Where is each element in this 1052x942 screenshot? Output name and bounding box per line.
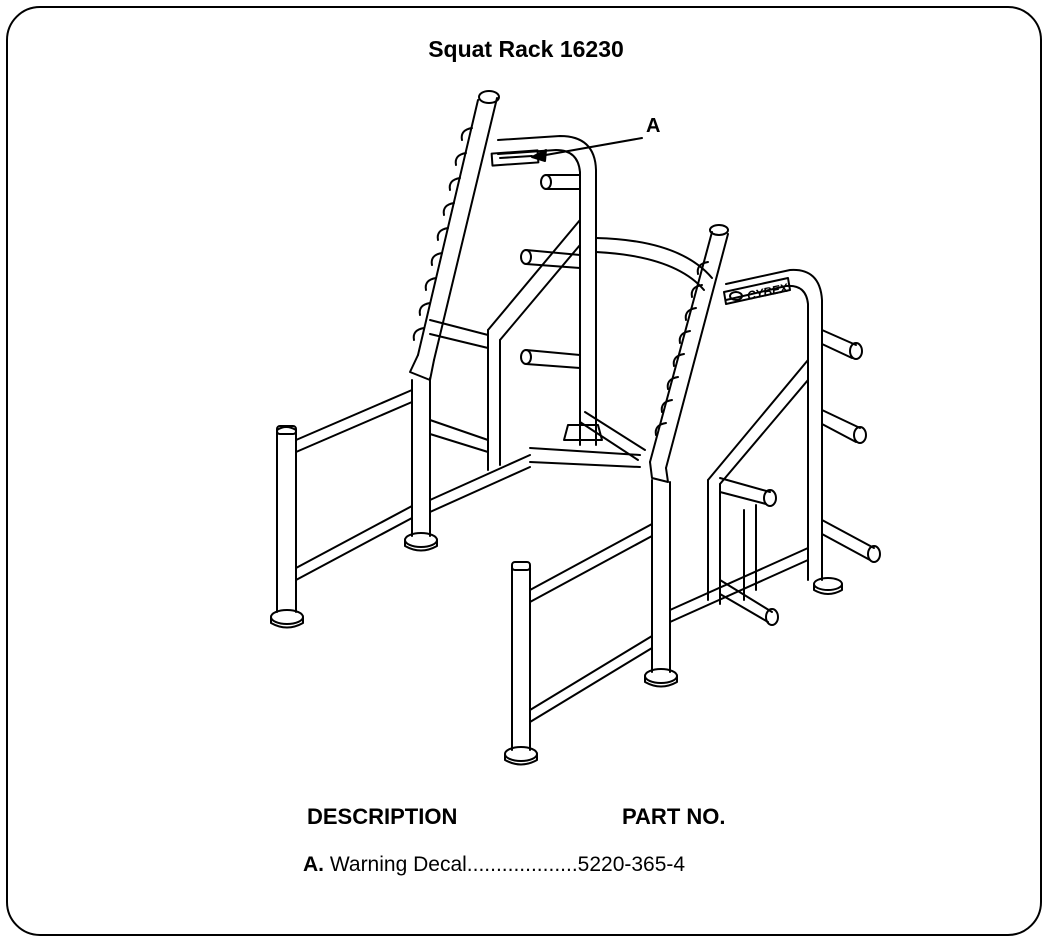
- right-front-frame: [504, 477, 809, 766]
- callout-arrow: [531, 137, 643, 162]
- part-row-part-no: 5220-365-4: [577, 853, 686, 876]
- description-header: DESCRIPTION: [307, 804, 458, 829]
- part-row-leader: ...................: [466, 853, 578, 876]
- rear-left-arch: [429, 135, 597, 471]
- rear-top-curve: [595, 237, 713, 291]
- part-row-letter: A.: [303, 853, 324, 876]
- page-title: Squat Rack 16230: [428, 36, 624, 62]
- page-border: [6, 6, 1042, 936]
- right-hook-upright: [649, 224, 729, 483]
- part-row: A. Warning Decal...................5220-…: [303, 853, 685, 877]
- callout-label: A: [646, 115, 661, 137]
- center-base: [529, 411, 646, 468]
- right-rear-arch: [707, 268, 881, 595]
- left-front-frame: [270, 377, 531, 629]
- part-row-description: Warning Decal: [329, 853, 467, 876]
- part-no-header: PART NO.: [622, 804, 726, 829]
- left-hook-upright: [409, 90, 500, 381]
